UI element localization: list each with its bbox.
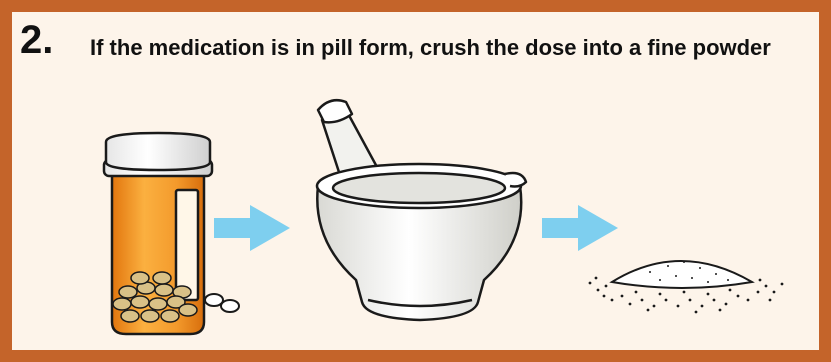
arrow-right-icon <box>214 205 290 251</box>
arrow-right-icon <box>542 205 618 251</box>
loose-pills-icon <box>205 294 239 312</box>
powder-pile-icon <box>589 261 784 313</box>
mortar-and-pestle-icon <box>317 100 526 320</box>
pill-bottle-icon <box>104 133 212 334</box>
